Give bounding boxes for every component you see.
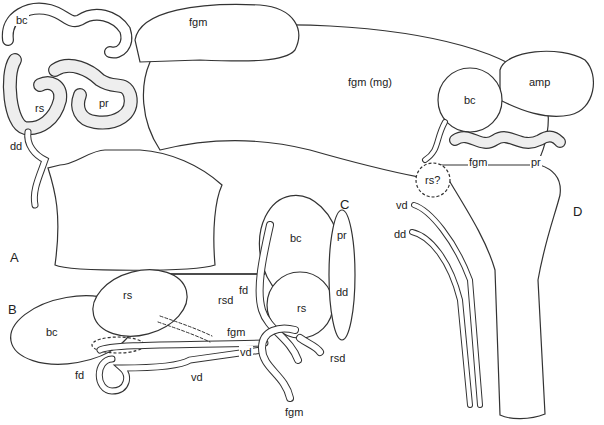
panel-b — [5, 260, 194, 374]
hidden-outline — [416, 163, 450, 197]
part-label: bc — [45, 326, 59, 338]
organ-outline — [135, 4, 299, 62]
panel-letter: A — [9, 251, 20, 265]
organ-outline — [48, 150, 222, 270]
part-label: dd — [335, 286, 349, 298]
part-label: fgm — [468, 156, 488, 168]
panel-letter: C — [339, 198, 350, 212]
panel-b-ducts — [99, 316, 265, 391]
part-label: fgm — [284, 406, 304, 418]
part-label: pr — [98, 97, 110, 109]
part-label: dd — [393, 228, 407, 240]
part-label: rs? — [424, 174, 441, 186]
part-label: bc — [289, 232, 303, 244]
panel-a-ducts — [8, 9, 131, 205]
part-label: fgm (mg) — [347, 76, 393, 88]
part-label: vd — [190, 371, 204, 383]
part-label: rs — [122, 289, 133, 301]
part-label: vd — [239, 346, 253, 358]
organ-outline — [85, 260, 194, 347]
part-label: fgm — [226, 326, 246, 338]
part-label: bc — [463, 94, 477, 106]
part-label: bc — [15, 14, 29, 26]
part-label: dd — [9, 140, 23, 152]
part-label: vd — [395, 199, 409, 211]
part-label: rsd — [217, 294, 234, 306]
part-label: fd — [238, 284, 249, 296]
part-label: pr — [336, 229, 348, 241]
panel-d-ducts — [412, 122, 560, 405]
part-label: rs — [34, 102, 45, 114]
panel-d — [416, 51, 593, 418]
panel-c-ducts — [260, 225, 320, 398]
part-label: amp — [528, 76, 551, 88]
part-label: pr — [530, 156, 542, 168]
part-label: fd — [74, 369, 85, 381]
part-label: rsd — [329, 352, 346, 364]
organ-outline — [500, 51, 593, 116]
part-label: fgm — [188, 16, 208, 28]
part-label: rs — [296, 302, 307, 314]
organ-outline — [329, 210, 355, 340]
panel-letter: B — [7, 303, 18, 317]
panel-letter: D — [572, 205, 583, 219]
